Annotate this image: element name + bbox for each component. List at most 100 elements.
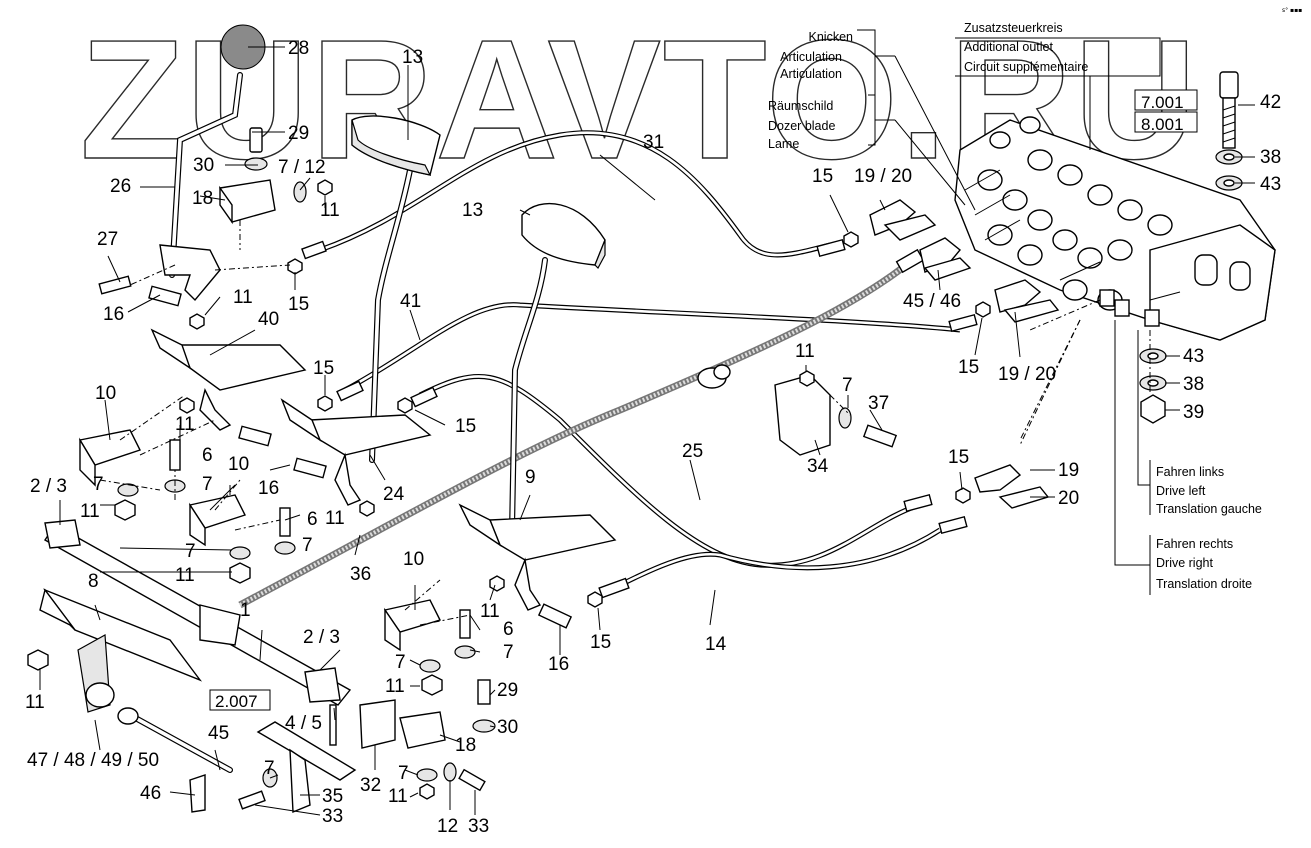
callout-14: 14 [705,634,727,655]
callout-10: 10 [228,454,249,475]
callout-11: 11 [25,692,45,713]
reference-box-8001[interactable]: 8.001 [1134,111,1198,134]
bracket-32 [359,699,396,749]
callout-7: 7 [264,758,275,779]
callout-6: 6 [307,509,318,530]
bolt-42 [1219,71,1239,149]
svg-text:Knicken: Knicken [809,30,854,44]
callout-11: 11 [175,565,195,586]
plate-9 [458,503,617,611]
reference-box-7001[interactable]: 7.001 [1134,89,1198,112]
callout-16: 16 [258,478,279,499]
assembly-lines [99,220,1081,626]
callout-20: 20 [1058,488,1079,509]
svg-text:Translation droite: Translation droite [1156,577,1252,591]
callout-42: 42 [1260,92,1281,113]
corner-mark: s° ▪▪▪ [1282,7,1302,14]
callout-32: 32 [360,775,381,796]
clevis-parts [869,199,1060,509]
svg-text:Drive left: Drive left [1156,484,1206,498]
svg-text:Drive right: Drive right [1156,556,1213,570]
callout-15: 15 [958,357,979,378]
callout-7: 7 [93,474,104,495]
svg-text:2.007: 2.007 [215,692,258,711]
callout-18: 18 [192,188,213,209]
callout-11: 11 [795,341,815,362]
callout-35: 35 [322,786,343,807]
callout-7: 7 [185,541,196,562]
svg-text:Translation gauche: Translation gauche [1156,502,1262,516]
callout-18: 18 [455,735,476,756]
cable-25 [418,373,921,568]
callout-7: 7 [398,763,409,784]
cable-36 [238,259,913,609]
legend-drive-left: Fahren links Drive left Translation gauc… [1156,465,1262,516]
svg-text:Fahren rechts: Fahren rechts [1156,537,1233,551]
svg-text:Fahren links: Fahren links [1156,465,1224,479]
callout-7: 7 [503,642,514,663]
callout-45: 45 [208,723,229,744]
svg-text:Dozer blade: Dozer blade [768,119,835,133]
reference-box-2007[interactable]: 2.007 [209,689,271,711]
svg-text:Articulation: Articulation [780,50,842,64]
shaft-1 [43,519,352,706]
callout-11: 11 [325,508,345,529]
callout-30: 30 [497,717,518,738]
callout-7: 7 [302,535,313,556]
callout-numbers: 28 13 29 30 7 / 12 11 26 18 27 16 11 15 … [25,38,1281,837]
callout-40: 40 [258,309,279,330]
callout-25: 25 [682,441,703,462]
legend-drive-right: Fahren rechts Drive right Translation dr… [1156,537,1252,591]
svg-text:Circuit supplémentaire: Circuit supplémentaire [964,60,1088,74]
callout-11: 11 [320,200,340,221]
callout-19-20: 19 / 20 [854,166,912,187]
callout-19: 19 [1058,460,1079,481]
pedal-35 [256,721,357,814]
callout-11: 11 [480,601,500,622]
cable-41 [343,302,961,393]
legend-dozer-blade: Räumschild Dozer blade Lame [768,99,835,151]
callout-8: 8 [88,571,99,592]
callout-43: 43 [1260,174,1281,195]
callout-29: 29 [288,123,309,144]
svg-text:8.001: 8.001 [1141,115,1184,134]
callout-7: 7 [202,474,213,495]
callout-46: 46 [140,783,161,804]
callout-11: 11 [233,287,253,308]
callout-38: 38 [1260,147,1281,168]
callout-10: 10 [95,383,116,404]
callout-36: 36 [350,564,371,585]
callout-15: 15 [313,358,334,379]
callout-41: 41 [400,291,421,312]
cable-ends [301,238,978,599]
callout-15: 15 [590,632,611,653]
washers-right-top [1139,149,1243,424]
callout-6: 6 [202,445,213,466]
callout-29: 29 [497,680,518,701]
lever-13-upper [351,115,441,463]
cable-31 [319,130,831,258]
callout-16: 16 [548,654,569,675]
callout-33: 33 [468,816,489,837]
callout-11: 11 [80,501,100,522]
svg-text:7.001: 7.001 [1141,93,1184,112]
legend-articulation: Knicken Articulation Articulation [780,30,853,81]
callout-38: 38 [1183,374,1204,395]
legend-additional-outlet: Zusatzsteuerkreis Additional outlet Circ… [964,21,1088,74]
callout-13: 13 [462,200,483,221]
hardware-bolts-washers [27,127,898,813]
legend-brackets [857,29,1161,595]
callout-4-5: 4 / 5 [285,713,322,734]
callout-39: 39 [1183,402,1204,423]
callout-27: 27 [97,229,118,250]
callout-13: 13 [402,47,423,68]
callout-30: 30 [193,155,214,176]
callout-28: 28 [288,38,309,59]
callout-15: 15 [288,294,309,315]
leader-lines [39,46,1255,816]
callout-24: 24 [383,484,405,505]
callout-2-3: 2 / 3 [303,627,340,648]
callout-15: 15 [812,166,833,187]
callout-33: 33 [322,806,343,827]
